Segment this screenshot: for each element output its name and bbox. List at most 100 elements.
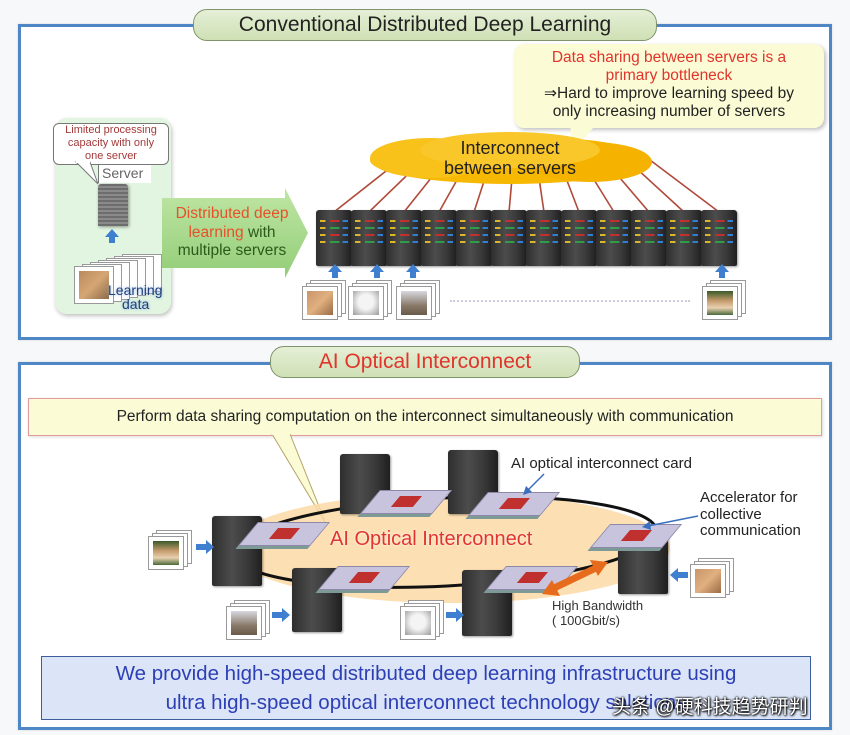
server-led	[495, 227, 523, 229]
server-led	[320, 220, 348, 222]
server-led	[635, 241, 663, 243]
server-led	[670, 234, 698, 236]
server-led	[320, 241, 348, 243]
server-led	[635, 234, 663, 236]
server-led	[390, 234, 418, 236]
server-led	[705, 227, 733, 229]
cluster-server	[491, 210, 527, 266]
optical-banner-text: Perform data sharing computation on the …	[116, 408, 734, 425]
cluster-server	[526, 210, 562, 266]
server-led	[705, 220, 733, 222]
cluster-server	[351, 210, 387, 266]
photo-stack-cat-4	[690, 558, 734, 598]
transition-line3: multiple servers	[177, 242, 287, 259]
accelerator-line2: collective	[700, 505, 762, 523]
server-led	[705, 234, 733, 236]
server-led	[495, 220, 523, 222]
limit-callout: Limited processing capacity with only on…	[53, 123, 169, 165]
bandwidth-line2: ( 100Gbit/s)	[552, 613, 620, 628]
limit-line1: Limited processing	[65, 124, 157, 136]
photo-stack-dog-white-2	[400, 600, 444, 640]
cloud-line2: between servers	[443, 158, 577, 178]
server-led	[495, 234, 523, 236]
data-arrow-2-icon	[370, 264, 384, 278]
bandwidth-double-arrow-icon	[542, 560, 608, 596]
accelerator-line1: Accelerator for	[700, 489, 798, 506]
bottleneck-line3: ⇒Hard to improve learning speed by	[544, 85, 794, 102]
photo-stack-cat-3	[226, 600, 270, 640]
transition-text: Distributed deep learning with multiple …	[163, 205, 301, 261]
server-led	[600, 227, 628, 229]
photo-stack-dog-shiba	[702, 280, 746, 320]
server-led	[530, 227, 558, 229]
cluster-server	[631, 210, 667, 266]
photo-stack-cat-2	[396, 280, 440, 320]
cluster-server	[701, 210, 737, 266]
server-led	[565, 241, 593, 243]
bandwidth-line1: High Bandwidth	[552, 598, 644, 613]
single-server-label-box	[98, 165, 151, 183]
ellipsis-dots	[450, 300, 690, 302]
limit-callout-tail	[74, 160, 99, 185]
input-arrow-4-icon	[670, 568, 688, 582]
single-server-arrow-icon	[105, 229, 119, 243]
transition-line2: learning with	[163, 224, 301, 243]
conventional-title-text: Conventional Distributed Deep Learning	[238, 13, 612, 36]
cluster-server	[316, 210, 352, 266]
interconnect-line	[649, 159, 720, 213]
server-led	[670, 227, 698, 229]
bottleneck-line2: primary bottleneck	[605, 67, 733, 84]
server-led	[425, 234, 453, 236]
transition-line2-rest: with	[243, 223, 276, 241]
server-led	[530, 220, 558, 222]
accelerator-label: Accelerator for collective communication	[700, 489, 801, 540]
cluster-server	[596, 210, 632, 266]
optical-banner: Perform data sharing computation on the …	[28, 398, 822, 436]
accelerator-line3: communication	[700, 522, 801, 539]
data-arrow-3-icon	[406, 264, 420, 278]
bottleneck-line4: only increasing number of servers	[552, 103, 786, 120]
conventional-title: Conventional Distributed Deep Learning	[193, 9, 657, 41]
data-arrow-4-icon	[715, 264, 729, 278]
card-pointer-arrow	[523, 473, 545, 495]
data-arrow-1-icon	[328, 264, 342, 278]
server-led	[390, 220, 418, 222]
summary-box: We provide high-speed distributed deep l…	[41, 656, 811, 720]
cluster-server	[386, 210, 422, 266]
server-led	[565, 220, 593, 222]
server-led	[320, 234, 348, 236]
server-led	[670, 220, 698, 222]
server-led	[565, 234, 593, 236]
input-arrow-1-icon	[196, 540, 214, 554]
server-led	[320, 227, 348, 229]
server-led	[425, 227, 453, 229]
single-server-label: Server	[102, 165, 144, 181]
server-led	[355, 234, 383, 236]
server-led	[565, 227, 593, 229]
interconnect-cloud	[370, 132, 652, 184]
server-led	[600, 234, 628, 236]
server-led	[705, 241, 733, 243]
cloud-line1: Interconnect	[460, 138, 560, 158]
cat-photo	[74, 266, 114, 304]
bottleneck-line1: Data sharing between servers is a	[551, 49, 787, 66]
server-led	[495, 241, 523, 243]
server-led	[425, 220, 453, 222]
input-arrow-2-icon	[272, 608, 290, 622]
learning-data-label-line2: data	[122, 296, 150, 312]
input-arrow-3-icon	[446, 608, 464, 622]
optical-ring-label: AI Optical Interconnect	[330, 528, 533, 550]
transition-line2-red: learning	[188, 223, 244, 241]
limit-line3: one server	[85, 150, 137, 162]
server-led	[600, 220, 628, 222]
single-server-icon	[98, 184, 128, 226]
server-led	[530, 234, 558, 236]
photo-stack-cat-1	[302, 280, 346, 320]
server-led	[355, 241, 383, 243]
server-led	[460, 220, 488, 222]
server-led	[460, 241, 488, 243]
server-led	[355, 227, 383, 229]
server-led	[635, 220, 663, 222]
server-led	[460, 234, 488, 236]
cluster-server	[421, 210, 457, 266]
